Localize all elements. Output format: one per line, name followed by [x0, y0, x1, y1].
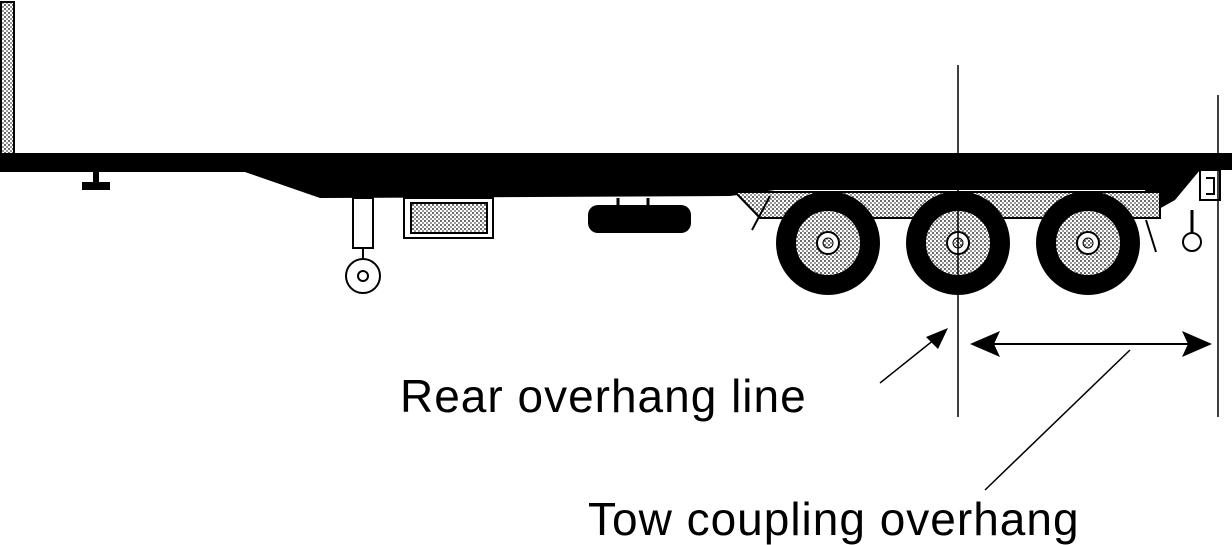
kingpin	[82, 172, 110, 190]
wheel-1	[776, 191, 880, 295]
spare-wheel	[588, 198, 691, 233]
headboard	[0, 1, 15, 155]
leader-rear-overhang	[879, 328, 948, 384]
tow-coupling	[1182, 169, 1221, 252]
mudguard-front	[751, 195, 771, 231]
trailer-chassis	[0, 153, 1232, 214]
leader-tow-coupling	[984, 349, 1131, 491]
toolbox	[403, 197, 494, 239]
tow-coupling-overhang-label: Tow coupling overhang	[588, 493, 1080, 545]
landing-leg	[345, 197, 381, 294]
mudguard-rear	[1145, 219, 1157, 253]
overhang-dimension-arrow	[970, 331, 1212, 357]
wheel-3	[1036, 191, 1140, 295]
rear-overhang-label: Rear overhang line	[400, 370, 807, 422]
